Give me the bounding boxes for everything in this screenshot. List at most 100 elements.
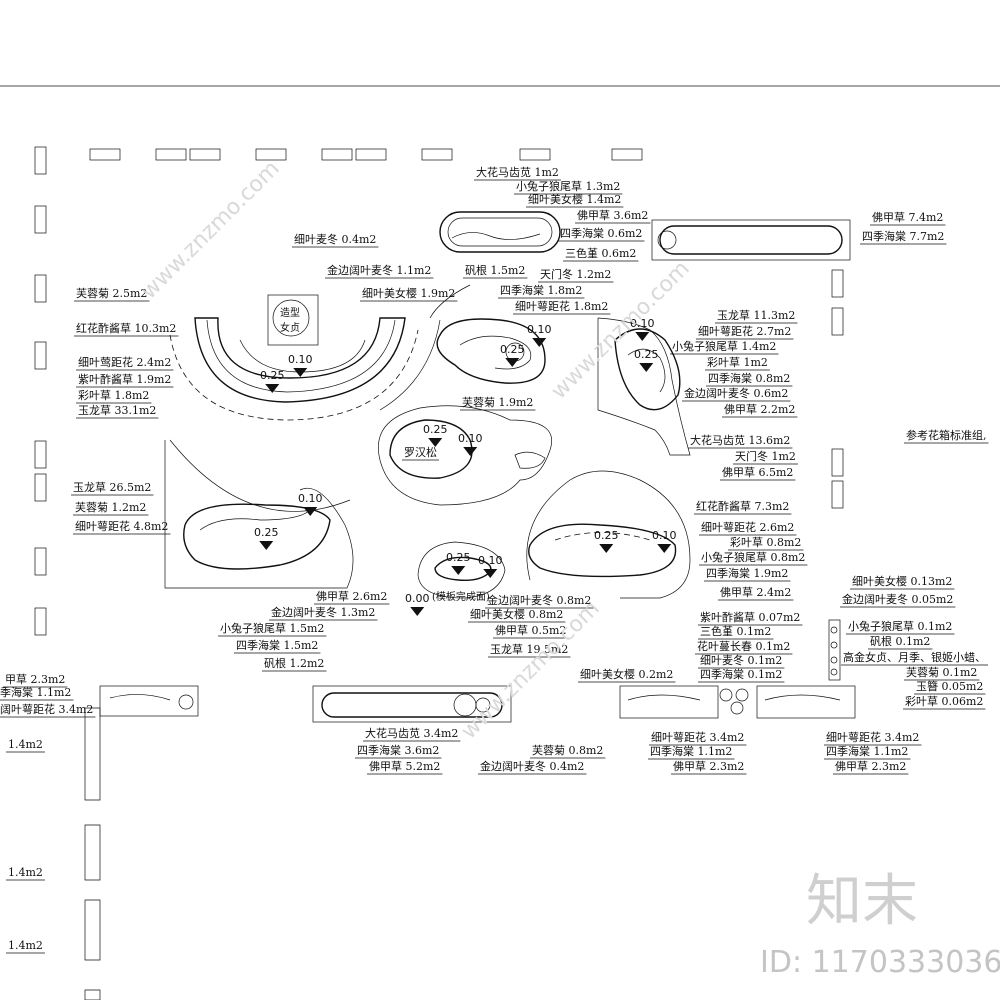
label-a-cleome: 细叶莺距花 2.4m2: [78, 356, 171, 369]
label-top-verbena: 细叶美女樱 1.4m2: [528, 192, 621, 206]
planter-top-right: [651, 219, 851, 261]
label-a-ophiopogon: 玉龙草 33.1m2: [78, 404, 156, 417]
label-h-coreopsis: 芙蓉菊 0.1m2: [906, 665, 977, 679]
label-a-ophio: 细叶麦冬 0.4m2: [294, 232, 376, 246]
planter-top-center: [439, 211, 561, 253]
label-i-catharanthus: 花叶蔓长春 0.1m2: [697, 639, 790, 653]
bed-b: [436, 318, 546, 384]
label-b-begonia: 四季海棠 1.8m2: [500, 283, 582, 297]
label-g-ophiopogon: 玉龙草 19.5m2: [490, 643, 568, 656]
label-d-tianmen: 天门冬 1m2: [735, 449, 796, 463]
elevation-triangle: [599, 544, 614, 553]
label-b-coreopsis: 芙蓉菊 1.9m2: [462, 395, 533, 409]
label-c-cleome: 细叶萼距花 2.7m2: [698, 325, 791, 338]
elev-000-note: (模板完成面): [432, 590, 490, 603]
elev-025-b: 0.25: [500, 343, 525, 356]
label-c-liriope: 金边阔叶麦冬 0.6m2: [684, 386, 788, 400]
label-j-begonia1: 四季海棠 1.1m2: [650, 744, 732, 758]
label-h-coleus: 彩叶草 0.06m2: [905, 695, 983, 708]
elev-010-a: 0.10: [288, 353, 313, 366]
label-j-begonia2: 四季海棠 1.1m2: [826, 744, 908, 758]
pine-label: 罗汉松: [404, 445, 437, 459]
planter-bottom-left: [99, 685, 199, 717]
label-e-fangen: 矾根 1.2m2: [264, 656, 324, 670]
bed-c: [597, 317, 691, 456]
label-m-a: 1.4m2: [8, 738, 43, 751]
label-e-liriope: 金边阔叶麦冬 1.3m2: [271, 605, 375, 619]
elev-025-f: 0.25: [594, 529, 619, 542]
elev-025-d: 0.25: [423, 423, 448, 436]
label-g-verbena: 细叶美女樱 0.8m2: [470, 607, 563, 621]
label-tr-begonia: 四季海棠 7.7m2: [862, 229, 944, 243]
elevation-triangle: [639, 363, 654, 372]
label-d-amaranth: 大花马齿苋 13.6m2: [690, 433, 790, 447]
elevation-triangle: [265, 384, 280, 393]
label-j-verbena: 细叶美女樱 0.2m2: [580, 667, 673, 681]
watermark-id: ID: 1170333036: [760, 945, 1000, 980]
elevation-triangle: [259, 541, 274, 550]
label-a-coleus: 彩叶草 1.8m2: [78, 389, 149, 402]
label-b-fangen: 矾根 1.5m2: [465, 263, 525, 277]
label-f-coleus: 彩叶草 0.8m2: [730, 536, 801, 549]
label-a-coreopsis: 芙蓉菊 2.5m2: [76, 286, 147, 300]
elev-010-e: 0.10: [298, 492, 323, 505]
small-pots: [719, 688, 749, 715]
label-f-alternanthera: 红花酢酱草 7.3m2: [696, 499, 789, 513]
label-i-ophio: 细叶麦冬 0.1m2: [700, 653, 782, 667]
label-a-oxalis: 紫叶酢酱草 1.9m2: [78, 372, 171, 386]
label-tr-sedum: 佛甲草 7.4m2: [872, 211, 943, 224]
bed-f: [526, 470, 691, 599]
elevation-triangle: [428, 438, 443, 447]
label-c-begonia: 四季海棠 0.8m2: [708, 371, 790, 385]
label-top-begonia: 四季海棠 0.6m2: [560, 226, 642, 240]
planter-bottom-right-b: [756, 685, 856, 719]
column-planter: [828, 619, 841, 681]
label-l-cleome: 阔叶萼距花 3.4m2: [0, 703, 93, 716]
label-f-begonia: 四季海棠 1.9m2: [706, 566, 788, 580]
leader-lines: [0, 179, 989, 954]
label-g-sedum: 佛甲草 0.5m2: [495, 624, 566, 637]
label-k-begonia: 四季海棠 3.6m2: [357, 743, 439, 757]
label-b-cleome: 细叶萼距花 1.8m2: [515, 300, 608, 313]
label-j-sedum1: 佛甲草 2.3m2: [673, 760, 744, 773]
elev-010-c: 0.10: [630, 317, 655, 330]
label-f-cleome: 细叶萼距花 2.6m2: [701, 521, 794, 534]
sculpture-planter: [267, 294, 319, 346]
edge-markers: [34, 146, 844, 636]
label-k-liriope: 金边阔叶麦冬 0.4m2: [480, 759, 584, 773]
elev-025-e: 0.25: [254, 526, 279, 539]
label-top-viola: 三色堇 0.6m2: [565, 246, 636, 260]
label-c-ophiopogon: 玉龙草 11.3m2: [717, 309, 795, 322]
elev-010-f: 0.10: [652, 529, 677, 542]
label-e-ophiopogon: 玉龙草 26.5m2: [73, 481, 151, 494]
label-k-sedum: 佛甲草 5.2m2: [369, 760, 440, 773]
label-e-cleome: 细叶萼距花 4.8m2: [75, 520, 168, 533]
label-a-liriope: 金边阔叶麦冬 1.1m2: [327, 263, 431, 277]
elevation-triangle: [635, 332, 650, 341]
label-top-amaranth: 大花马齿苋 1m2: [476, 165, 559, 179]
label-c-coleus: 彩叶草 1m2: [707, 356, 768, 369]
label-ref-note: 参考花箱标准组,: [906, 428, 987, 442]
label-f-pennisetum: 小兔子狼尾草 0.8m2: [701, 550, 805, 564]
elev-010-d: 0.10: [458, 432, 483, 445]
label-h-verbena: 细叶美女樱 0.13m2: [852, 574, 952, 588]
labels: 大花马齿苋 1m2 小兔子狼尾草 1.3m2 细叶美女樱 1.4m2 佛甲草 3…: [0, 165, 987, 952]
elevation-triangle: [410, 607, 425, 616]
label-l-sedum: 甲草 2.3m2: [5, 673, 65, 686]
label-l-begonia: 季海棠 1.1m2: [0, 685, 71, 699]
label-j-sedum2: 佛甲草 2.3m2: [835, 760, 906, 773]
label-d-sedum: 佛甲草 6.5m2: [722, 466, 793, 479]
elevation-triangle: [483, 569, 498, 578]
label-h-mix: 高金女贞、月季、银姬小蜡、: [843, 650, 986, 664]
elev-025-c: 0.25: [634, 348, 659, 361]
label-f-sedum: 佛甲草 2.4m2: [720, 586, 791, 599]
label-h-fangen: 矾根 0.1m2: [870, 634, 930, 648]
elevation-triangle: [505, 358, 520, 367]
elev-025-g: 0.25: [446, 551, 471, 564]
label-e-sedum: 佛甲草 2.6m2: [316, 590, 387, 603]
label-top-pennisetum: 小兔子狼尾草 1.3m2: [516, 179, 620, 193]
elev-000: 0.00: [405, 592, 430, 605]
label-h-liriope: 金边阔叶麦冬 0.05m2: [842, 592, 953, 606]
label-h-hosta: 玉簪 0.05m2: [916, 679, 983, 693]
